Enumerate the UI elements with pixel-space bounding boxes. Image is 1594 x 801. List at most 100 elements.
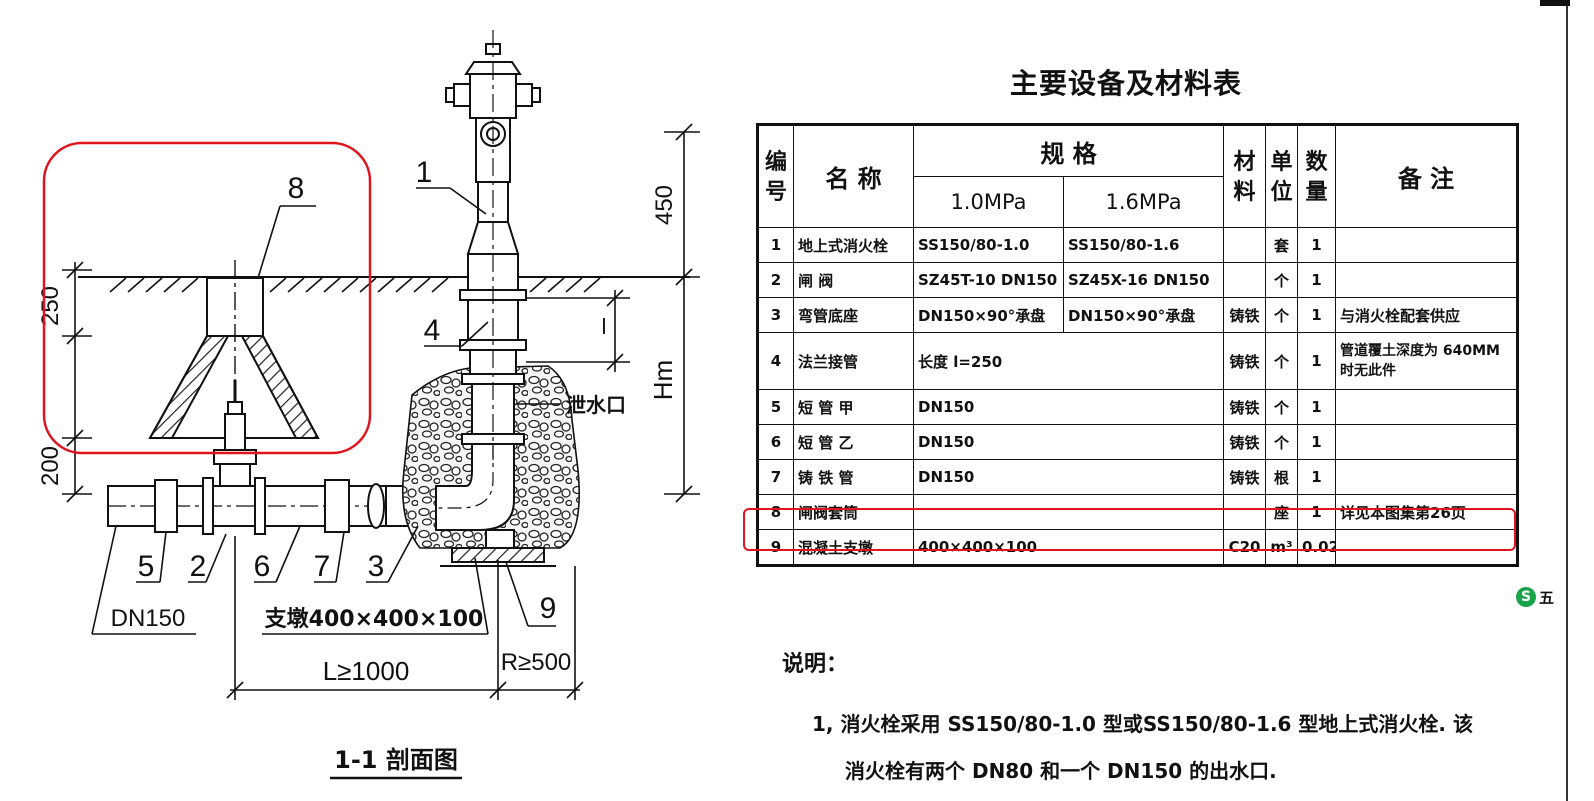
cell-note	[1335, 227, 1519, 263]
cell-no: 1	[757, 227, 794, 263]
cell-name: 法兰接管	[793, 332, 914, 390]
dim-450: 450	[651, 185, 678, 225]
table-row: 5 短 管 甲 DN150 铸铁 个 1	[757, 389, 1519, 425]
cell-qty: 1	[1297, 424, 1337, 460]
cell-material: 铸铁	[1223, 297, 1267, 333]
corner-mark	[1540, 0, 1570, 6]
materials-table: 编号 名 称 规 格 材料 单位 数量 备 注 1.0MPa 1.6MPa 1 …	[756, 123, 1520, 567]
cell-unit: 个	[1265, 297, 1299, 333]
cell-note	[1335, 424, 1519, 460]
cell-unit: 个	[1265, 332, 1299, 390]
cell-spec-a: DN150	[912, 389, 1225, 425]
header-material: 材料	[1223, 124, 1267, 228]
cell-name: 闸阀套筒	[793, 494, 914, 530]
table-row: 6 短 管 乙 DN150 铸铁 个 1	[757, 424, 1519, 460]
cell-name: 弯管底座	[793, 297, 914, 333]
note-line-2: 消火栓有两个 DN80 和一个 DN150 的出水口.	[845, 759, 1277, 783]
cell-name: 铸 铁 管	[793, 459, 914, 495]
part-number-5: 5	[138, 550, 155, 583]
cell-spec-a: DN150	[912, 459, 1225, 495]
header-name: 名 称	[793, 124, 914, 228]
dimension-lines	[62, 123, 700, 700]
part-number-7: 7	[314, 550, 331, 583]
cell-no: 7	[757, 459, 794, 495]
table-subheader-row: 1.0MPa 1.6MPa	[758, 176, 1518, 228]
cell-name: 混凝土支墩	[793, 529, 914, 566]
cell-note	[1335, 262, 1519, 298]
header-spec: 规 格	[912, 124, 1225, 177]
cell-spec-a: 长度 l=250	[912, 332, 1225, 390]
cell-material: 铸铁	[1223, 389, 1267, 425]
support-label: 支墩400×400×100	[265, 606, 484, 632]
cell-no: 3	[757, 297, 794, 333]
dim-200: 200	[37, 446, 64, 486]
table-row: 4 法兰接管 长度 l=250 铸铁 个 1 管道覆土深度为 640MM时无此件	[757, 332, 1519, 390]
dim-l: l	[602, 314, 607, 339]
cell-no: 6	[757, 424, 794, 460]
table-header-row: 编号 名 称 规 格 材料 单位 数量 备 注	[757, 124, 1519, 228]
part-number-2: 2	[190, 550, 207, 583]
input-method-indicator[interactable]: S 五	[1516, 586, 1568, 608]
cell-qty: 1	[1297, 459, 1337, 495]
table-row: 3 弯管底座 DN150×90°承盘 DN150×90°承盘 铸铁 个 1 与消…	[757, 297, 1519, 333]
header-unit: 单位	[1265, 124, 1299, 228]
part-number-9: 9	[540, 592, 557, 625]
cell-note	[1335, 459, 1519, 495]
cell-material	[1223, 262, 1267, 298]
cell-note: 详见本图集第26页	[1335, 494, 1519, 530]
dim-radius: R≥500	[501, 649, 572, 676]
cell-material: C20	[1223, 529, 1267, 566]
cell-qty: 1	[1297, 262, 1337, 298]
cell-unit: 个	[1265, 424, 1299, 460]
cell-material: 铸铁	[1223, 459, 1267, 495]
cell-spec-b: DN150×90°承盘	[1062, 297, 1225, 333]
cell-no: 8	[757, 494, 794, 530]
cell-qty: 0.02	[1297, 529, 1337, 566]
cell-spec-a: DN150	[912, 424, 1225, 460]
cell-note: 与消火栓配套供应	[1335, 297, 1519, 333]
cell-spec-b: SS150/80-1.6	[1062, 227, 1225, 263]
valve-box-highlight	[42, 141, 372, 455]
cell-name: 闸 阀	[793, 262, 914, 298]
cell-note	[1335, 389, 1519, 425]
cell-material: 铸铁	[1223, 332, 1267, 390]
drain-outlet-label: 泄水口	[566, 393, 626, 417]
cell-material: 铸铁	[1223, 424, 1267, 460]
table-row: 7 铸 铁 管 DN150 铸铁 根 1	[757, 459, 1519, 495]
cell-material	[1223, 494, 1267, 530]
header-spec-1-6mpa: 1.6MPa	[1062, 176, 1225, 228]
input-mode-label: 五	[1539, 588, 1555, 607]
part-number-3: 3	[368, 550, 385, 583]
header-no: 编号	[757, 124, 794, 228]
cell-no: 2	[757, 262, 794, 298]
sogou-logo-icon: S	[1516, 587, 1536, 607]
cell-no: 4	[757, 332, 794, 390]
cell-qty: 1	[1297, 332, 1337, 390]
cell-qty: 1	[1297, 389, 1337, 425]
cell-unit: 套	[1265, 227, 1299, 263]
table-row-highlighted: 8 闸阀套筒 座 1 详见本图集第26页	[757, 494, 1519, 530]
leader-lines	[91, 187, 560, 635]
part-number-8: 8	[288, 172, 305, 205]
cell-no: 5	[757, 389, 794, 425]
cell-unit: m³	[1265, 529, 1299, 566]
cell-name: 短 管 乙	[793, 424, 914, 460]
cell-unit: 个	[1265, 262, 1299, 298]
cell-material	[1223, 227, 1267, 263]
part-number-1: 1	[416, 156, 433, 189]
section-drawing: 1 8 4 5 2 6 7 3 9 450 250 200 Hm l L≥100…	[37, 30, 700, 780]
ground-surface	[78, 276, 690, 293]
cell-note	[1335, 529, 1519, 566]
right-edge-border	[1566, 0, 1568, 801]
cell-name: 短 管 甲	[793, 389, 914, 425]
part-number-6: 6	[254, 550, 271, 583]
header-note: 备 注	[1335, 124, 1519, 228]
cell-spec-a: SS150/80-1.0	[913, 227, 1064, 263]
hydrant-assembly	[435, 30, 541, 549]
cell-unit: 座	[1265, 494, 1299, 530]
cell-qty: 1	[1297, 494, 1337, 530]
dim-250: 250	[37, 286, 64, 326]
dim-length: L≥1000	[323, 656, 410, 686]
cell-note: 管道覆土深度为 640MM时无此件	[1335, 332, 1519, 390]
header-spec-1-0mpa: 1.0MPa	[913, 176, 1064, 228]
